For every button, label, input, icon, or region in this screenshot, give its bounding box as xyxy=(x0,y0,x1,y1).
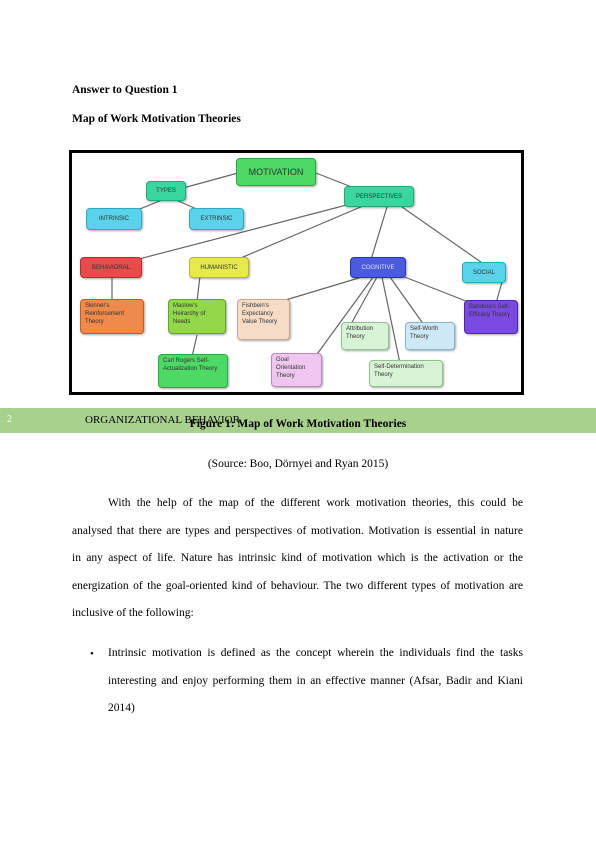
page-number: 2 xyxy=(7,414,12,425)
node-behavioral: BEHAVIORAL xyxy=(80,257,142,278)
node-skinner: Skinner's Reinforcement Theory xyxy=(80,299,144,334)
paragraph-line: inclusive of the following: xyxy=(72,607,194,619)
page-band: 2 ORGANIZATIONAL BEHAVIOR xyxy=(0,408,596,433)
node-social: SOCIAL xyxy=(462,262,506,283)
bullet-marker: • xyxy=(90,648,94,660)
node-fishbein: Fishbein's Expectancy Value Theory xyxy=(237,299,290,340)
paragraph-line: analysed that there are types and perspe… xyxy=(72,524,523,537)
node-perspectives: PERSPECTIVES xyxy=(344,186,414,207)
running-header: ORGANIZATIONAL BEHAVIOR xyxy=(85,414,240,426)
body-paragraph: With the help of the map of the differen… xyxy=(72,490,523,628)
paragraph-line: in any aspect of life. Nature has intrin… xyxy=(72,552,523,564)
node-intrinsic: INTRINSIC xyxy=(86,208,142,230)
node-cognitive: COGNITIVE xyxy=(350,257,406,278)
node-attribution: Attribution Theory xyxy=(341,322,389,350)
node-humanistic: HUMANISTIC xyxy=(189,257,249,278)
node-goal: Goal Orientation Theory xyxy=(271,353,322,387)
paragraph-line: With the help of the map of the differen… xyxy=(108,497,523,509)
node-rogers: Carl Rogers Self-Actualization Theory xyxy=(158,354,228,388)
section-heading: Answer to Question 1 xyxy=(72,84,178,96)
bullet-line: 2014) xyxy=(108,702,135,714)
figure-source: (Source: Boo, Dörnyei and Ryan 2015) xyxy=(207,458,389,470)
node-bandura: Bandura's Self-Efficacy Theory xyxy=(464,300,518,334)
node-selfdet: Self-Determination Theory xyxy=(369,360,443,387)
node-motivation: MOTIVATION xyxy=(236,158,316,186)
bullet-line: Intrinsic motivation is defined as the c… xyxy=(108,647,523,659)
node-maslow: Maslow's Heirarchy of Needs xyxy=(168,299,226,334)
bullet-line: interesting and enjoy performing them in… xyxy=(108,674,523,687)
node-selfworth: Self-Worth Theory xyxy=(405,322,455,350)
paragraph-line: energization of the goal-oriented kind o… xyxy=(72,579,523,592)
section-subheading: Map of Work Motivation Theories xyxy=(72,113,241,125)
motivation-concept-map: MOTIVATION TYPES PERSPECTIVES INTRINSIC … xyxy=(69,150,524,395)
node-types: TYPES xyxy=(146,181,186,201)
figure-caption: Figure 1: Map of Work Motivation Theorie… xyxy=(189,418,407,430)
map-connectors xyxy=(111,172,503,374)
node-extrinsic: EXTRINSIC xyxy=(189,208,244,230)
bullet-item: Intrinsic motivation is defined as the c… xyxy=(108,640,523,723)
